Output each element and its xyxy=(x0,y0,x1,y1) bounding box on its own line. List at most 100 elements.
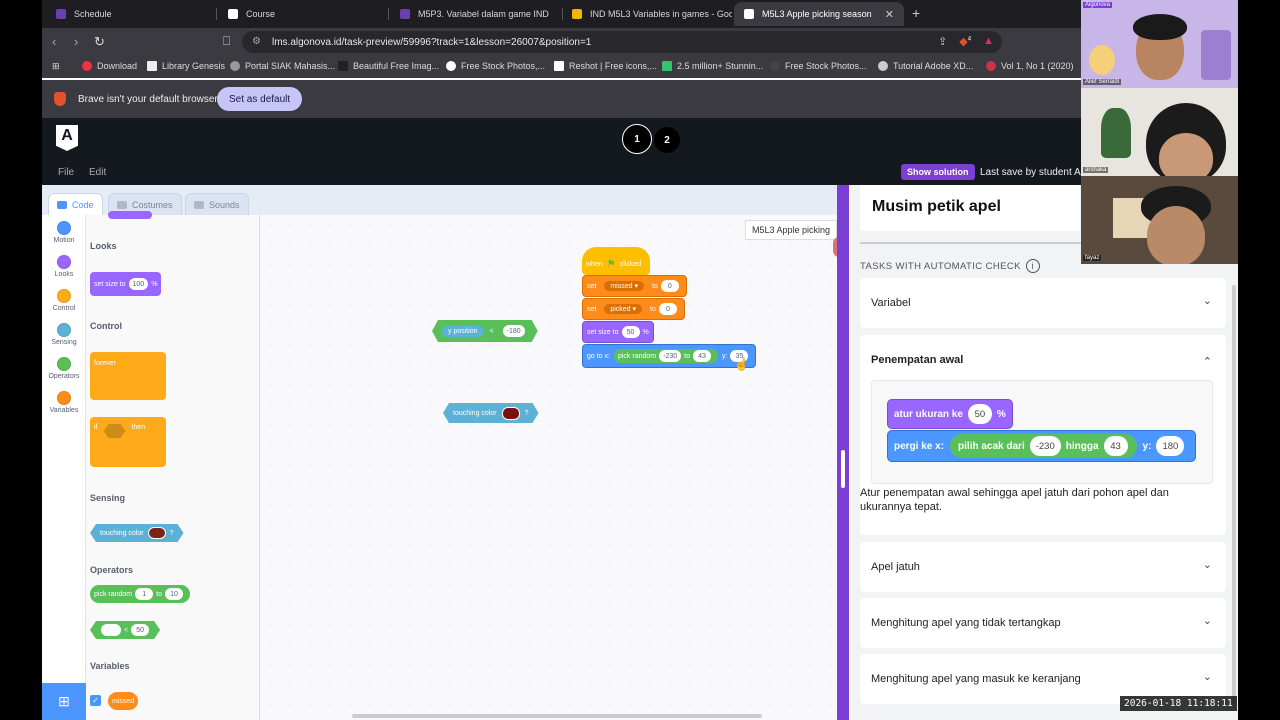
tab-m5p3[interactable]: M5P3. Variabel dalam game IND xyxy=(390,2,560,26)
tab-code[interactable]: Code xyxy=(48,193,103,216)
step-1-button[interactable]: 1 xyxy=(622,124,652,154)
bookmark-pexels[interactable]: Free Stock Photos,... xyxy=(446,61,545,71)
algonova-logo[interactable]: A xyxy=(56,125,78,151)
brave-rewards-icon[interactable]: ▲ xyxy=(983,35,994,47)
chevron-down-icon[interactable]: ⌄ xyxy=(1202,615,1212,627)
chevron-down-icon[interactable]: ⌄ xyxy=(1202,559,1212,571)
category-label: Control xyxy=(52,305,76,312)
tab-separator xyxy=(562,8,563,20)
color-swatch[interactable] xyxy=(502,407,520,420)
url-field[interactable]: ⚙ lms.algonova.id/task-preview/59996?tra… xyxy=(242,31,1002,53)
bookmark-icon[interactable]: ⎕ xyxy=(223,34,231,48)
touching-color-block[interactable]: touching color? xyxy=(443,403,539,423)
block-text: forever xyxy=(94,360,116,367)
bookmark-vol1[interactable]: Vol 1, No 1 (2020) xyxy=(986,61,1074,71)
workspace-scrollbar[interactable] xyxy=(352,714,762,718)
task-card-apel-masuk-keranjang[interactable]: Menghitung apel yang masuk ke keranjang … xyxy=(860,654,1226,704)
palette-touching-color-block[interactable]: touching color? xyxy=(90,524,184,542)
brave-shield-icon[interactable]: ◆4 xyxy=(959,36,972,48)
bookmark-download[interactable]: Download xyxy=(82,61,137,71)
set-default-button[interactable]: Set as default xyxy=(217,87,303,111)
block-input[interactable] xyxy=(101,624,121,636)
task-card-variabel[interactable]: Variabel ⌄ xyxy=(860,278,1226,328)
apps-icon[interactable]: ⊞ xyxy=(52,61,60,71)
when-flag-clicked-block[interactable]: when⚑clicked xyxy=(582,247,650,275)
bookmark-libgen[interactable]: Library Genesis xyxy=(147,61,225,71)
show-solution-button[interactable]: Show solution xyxy=(901,164,975,180)
y-position-compare-block[interactable]: y position<-180 xyxy=(432,320,538,342)
close-tab-icon[interactable]: ✕ xyxy=(884,8,894,21)
variable-dropdown[interactable]: picked ▾ xyxy=(604,304,643,314)
block-input[interactable]: 43 xyxy=(692,350,711,362)
category-variables[interactable]: Variables xyxy=(42,391,86,414)
back-icon[interactable]: ‹ xyxy=(52,34,57,49)
bookmark-adobe-xd[interactable]: Tutorial Adobe XD... xyxy=(878,61,973,71)
code-workspace[interactable]: M5L3 Apple picking when⚑clicked set miss… xyxy=(260,215,845,720)
bookmark-pixabay[interactable]: 2.5 million+ Stunnin... xyxy=(662,61,763,71)
reload-icon[interactable]: ↻ xyxy=(94,34,105,49)
task-card-apel-jatuh[interactable]: Apel jatuh ⌄ xyxy=(860,542,1226,592)
block-input[interactable]: 0 xyxy=(658,303,677,315)
new-tab-icon[interactable]: + xyxy=(912,5,921,21)
panel-divider[interactable] xyxy=(837,185,849,720)
tab-sounds[interactable]: Sounds xyxy=(185,193,249,216)
variable-dropdown[interactable]: missed ▾ xyxy=(604,281,644,291)
task-card-apel-tidak-tertangkap[interactable]: Menghitung apel yang tidak tertangkap ⌄ xyxy=(860,598,1226,648)
block-input[interactable]: -230 xyxy=(659,350,682,362)
menu-edit[interactable]: Edit xyxy=(89,167,107,178)
panel-scrollbar[interactable] xyxy=(1232,285,1236,705)
divider-handle[interactable] xyxy=(841,450,845,488)
condition-slot[interactable] xyxy=(104,424,126,438)
tab-apple-picking[interactable]: M5L3 Apple picking season ✕ xyxy=(734,2,904,26)
dropdown-value: missed xyxy=(610,283,633,290)
menu-file[interactable]: File xyxy=(58,167,75,178)
palette-less-than-block[interactable]: <50 xyxy=(90,621,160,639)
category-motion[interactable]: Motion xyxy=(42,221,86,244)
info-icon[interactable]: i xyxy=(1025,259,1040,273)
block-input[interactable]: 50 xyxy=(131,624,149,636)
share-icon[interactable]: ⇪ xyxy=(938,36,948,48)
block-input[interactable]: 100 xyxy=(128,278,149,290)
category-looks[interactable]: Looks xyxy=(42,255,86,278)
y-position-reporter[interactable]: y position xyxy=(442,326,484,337)
tab-costumes[interactable]: Costumes xyxy=(108,193,182,216)
color-swatch[interactable] xyxy=(148,527,166,539)
palette-var-missed[interactable]: missed xyxy=(108,692,139,710)
category-control[interactable]: Control xyxy=(42,289,86,312)
add-extension-button[interactable]: ⊞ xyxy=(42,683,86,720)
category-sensing[interactable]: Sensing xyxy=(42,323,86,346)
palette-if-block[interactable]: if then xyxy=(90,417,166,467)
block-input[interactable]: 50 xyxy=(621,326,640,338)
block-input[interactable]: 10 xyxy=(164,588,183,600)
tab-schedule[interactable]: Schedule xyxy=(46,2,214,26)
tab-course[interactable]: Course xyxy=(218,2,386,26)
category-operators[interactable]: Operators xyxy=(42,357,86,380)
chevron-down-icon[interactable]: ⌄ xyxy=(1202,295,1212,307)
forward-icon[interactable]: › xyxy=(74,34,79,49)
bookmark-reshot[interactable]: Reshot | Free icons,... xyxy=(554,61,657,71)
block-input[interactable]: 35 xyxy=(730,350,749,362)
bookmark-images[interactable]: Beautiful Free Imag... xyxy=(338,61,439,71)
variable-checkbox[interactable]: ✓ xyxy=(90,695,101,706)
palette-forever-block[interactable]: forever xyxy=(90,352,166,400)
site-settings-icon[interactable]: ⚙ xyxy=(252,36,261,47)
bookmark-siak[interactable]: Portal SIAK Mahasis... xyxy=(230,61,335,71)
bookmark-freestock[interactable]: Free Stock Photos... xyxy=(770,61,867,71)
chevron-up-icon[interactable]: ⌃ xyxy=(1202,356,1212,368)
palette-heading-operators: Operators xyxy=(90,565,134,575)
step-2-button[interactable]: 2 xyxy=(654,127,680,153)
block-input[interactable]: 0 xyxy=(660,280,679,292)
block-input[interactable]: -180 xyxy=(503,325,525,337)
tab-slides[interactable]: IND M5L3 Variables in games - Goog xyxy=(562,2,732,26)
chevron-down-icon[interactable]: ⌄ xyxy=(1202,671,1212,683)
block-input[interactable]: 1 xyxy=(135,588,154,600)
